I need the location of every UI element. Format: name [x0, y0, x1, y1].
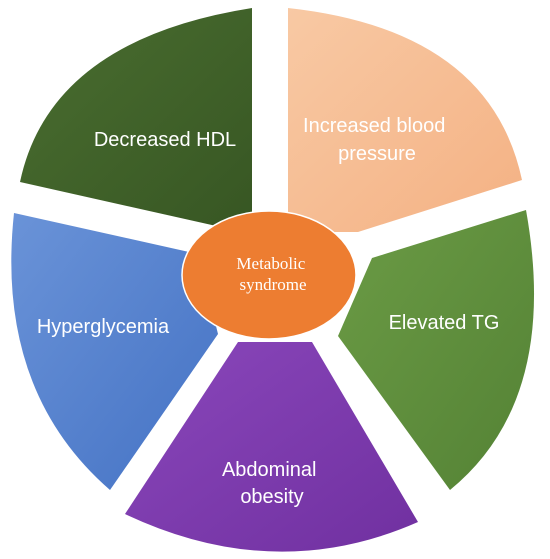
segment-increased-blood-pressure-label-line-1: Increased blood: [303, 115, 445, 137]
segment-increased-blood-pressure-label: Increased blood pressure: [303, 115, 451, 165]
segment-hyperglycemia-label-line: Hyperglycemia: [37, 316, 170, 338]
segment-elevated-tg-label: Elevated TG: [389, 312, 500, 334]
segment-hyperglycemia-label: Hyperglycemia: [37, 316, 170, 338]
segment-abdominal-obesity-shape: [125, 342, 418, 552]
segment-decreased-hdl: Decreased HDL: [20, 8, 252, 234]
segment-increased-blood-pressure: Increased blood pressure: [288, 8, 522, 232]
segment-abdominal-obesity-label-line-2: obesity: [240, 486, 303, 508]
segment-decreased-hdl-label: Decreased HDL: [94, 129, 236, 151]
center-label: Metabolic syndrome: [236, 254, 309, 294]
segment-elevated-tg: Elevated TG: [338, 210, 535, 490]
segment-abdominal-obesity: Abdominal obesity: [125, 342, 418, 552]
segment-layer: Decreased HDL Increased blood pressure E…: [11, 8, 535, 552]
segment-decreased-hdl-shape: [20, 8, 252, 234]
segment-increased-blood-pressure-label-line-2: pressure: [338, 143, 416, 165]
center-ellipse: [181, 210, 357, 340]
segment-elevated-tg-shape: [338, 210, 535, 490]
segment-abdominal-obesity-label: Abdominal obesity: [222, 459, 322, 508]
center-node: Metabolic syndrome: [181, 210, 357, 340]
center-label-line-1: Metabolic: [236, 254, 305, 273]
segment-elevated-tg-label-line: Elevated TG: [389, 312, 500, 334]
segment-hyperglycemia: Hyperglycemia: [11, 213, 218, 490]
center-label-line-2: syndrome: [239, 275, 306, 294]
segment-increased-blood-pressure-shape: [288, 8, 522, 232]
segment-decreased-hdl-label-line: Decreased HDL: [94, 129, 236, 151]
segment-abdominal-obesity-label-line-1: Abdominal: [222, 459, 317, 481]
segment-hyperglycemia-shape: [11, 213, 218, 490]
